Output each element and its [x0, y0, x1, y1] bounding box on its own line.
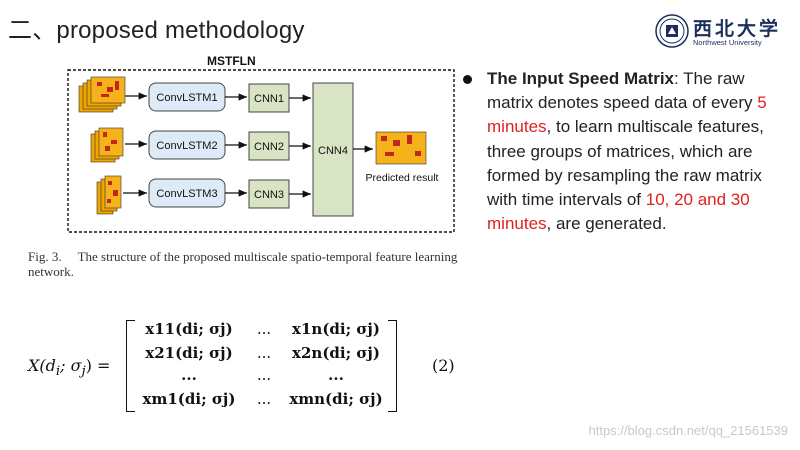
cnn3-box: CNN3	[248, 179, 290, 209]
cnn4-label: CNN4	[318, 145, 348, 157]
predicted-result-label: Predicted result	[366, 172, 439, 184]
input-stack-1	[78, 76, 126, 113]
figure-caption-text: The structure of the proposed multiscale…	[28, 249, 458, 279]
matrix-cell: ...	[181, 366, 197, 384]
matrix-cell: x2n(di; σj)	[292, 344, 380, 362]
matrix-row: xm1(di; σj) ... xmn(di; σj)	[134, 390, 388, 412]
convlstm1-label: ConvLSTM1	[156, 92, 217, 104]
input-stack-3	[96, 175, 122, 215]
cnn2-box: CNN2	[248, 131, 290, 161]
bullet-text-2: , to learn multiscale features, three gr…	[487, 117, 764, 210]
matrix-cell: x21(di; σj)	[145, 344, 233, 362]
cnn1-label: CNN1	[254, 93, 284, 105]
matrix-cell: xm1(di; σj)	[142, 390, 236, 408]
watermark: https://blog.csdn.net/qq_21561539	[588, 423, 789, 438]
matrix-left-bracket	[126, 320, 135, 412]
matrix-cell: ...	[256, 344, 272, 362]
matrix-cell: x11(di; σj)	[145, 320, 233, 338]
slide-title: 二、proposed methodology	[8, 17, 305, 44]
bullet-text: The Input Speed Matrix: The raw matrix d…	[487, 67, 793, 236]
cnn2-label: CNN2	[254, 141, 284, 153]
convlstm1-box: ConvLSTM1	[148, 82, 226, 112]
university-logo: 西北大学 Northwest University	[655, 14, 781, 50]
diagram-frame	[67, 69, 455, 233]
matrix-cell: xmn(di; σj)	[289, 390, 383, 408]
equation-2: X(di; σj) = x11(di; σj) ... x1n(di; σj) …	[28, 318, 468, 418]
mstfln-diagram: MSTFLN ConvLSTM1 ConvLSTM2 ConvLSTM3	[67, 56, 455, 233]
matrix-cell: x1n(di; σj)	[292, 320, 380, 338]
figure-label: Fig. 3.	[28, 249, 62, 264]
cnn3-label: CNN3	[254, 189, 284, 201]
logo-chinese-name: 西北大学	[693, 18, 782, 40]
matrix-cell: ...	[256, 366, 272, 384]
bullet-dot-icon	[463, 75, 472, 84]
bullet-heading: The Input Speed Matrix	[487, 69, 675, 88]
convlstm3-label: ConvLSTM3	[156, 188, 217, 200]
predicted-result-heatmap	[375, 131, 427, 165]
matrix-right-bracket	[388, 320, 397, 412]
figure-caption: Fig. 3.The structure of the proposed mul…	[28, 249, 498, 279]
convlstm3-box: ConvLSTM3	[148, 178, 226, 208]
equation-lhs: X(di; σj) =	[28, 356, 111, 380]
logo-english-name: Northwest University	[693, 38, 762, 47]
diagram-title: MSTFLN	[207, 56, 256, 68]
convlstm2-box: ConvLSTM2	[148, 130, 226, 160]
bullet-text-3: , are generated.	[546, 214, 667, 234]
matrix-row: ... ... ...	[134, 366, 388, 388]
matrix-row: x11(di; σj) ... x1n(di; σj)	[134, 320, 388, 342]
matrix-cell: ...	[328, 366, 344, 384]
bullet-highlight-5min: 5 minutes	[487, 93, 767, 137]
university-seal-icon	[655, 14, 689, 48]
matrix-row: x21(di; σj) ... x2n(di; σj)	[134, 344, 388, 366]
matrix-cell: ...	[256, 390, 272, 408]
equation-number: (2)	[432, 356, 455, 375]
bullet-text-1: : The raw matrix denotes speed data of e…	[487, 69, 758, 113]
convlstm2-label: ConvLSTM2	[156, 140, 217, 152]
matrix-cell: ...	[256, 320, 272, 338]
input-stack-2	[90, 127, 124, 163]
cnn1-box: CNN1	[248, 83, 290, 113]
cnn4-box: CNN4	[312, 82, 354, 217]
bullet-highlight-intervals: 10, 20 and 30 minutes	[487, 190, 750, 234]
bullet-input-speed-matrix: The Input Speed Matrix: The raw matrix d…	[463, 67, 793, 236]
